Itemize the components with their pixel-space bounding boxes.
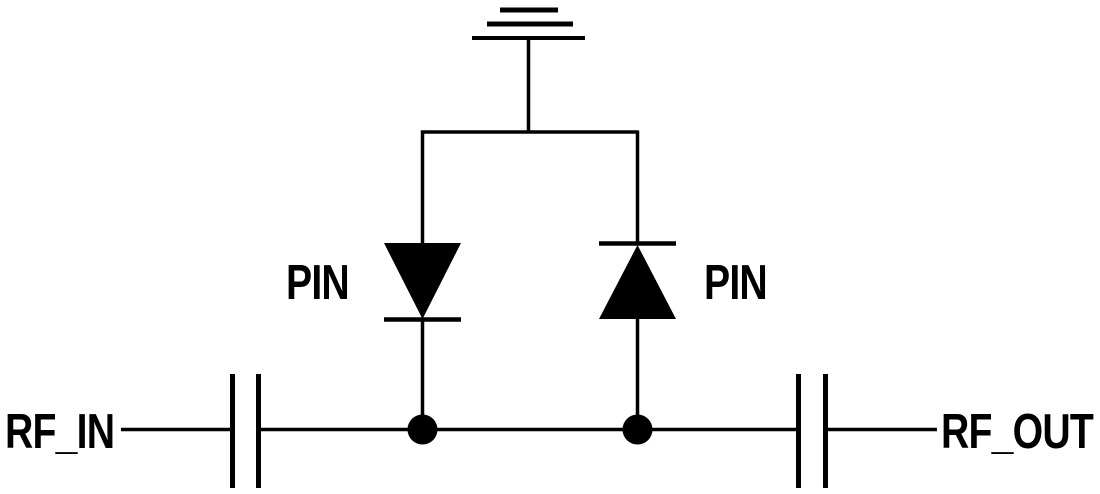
rf-in-label: RF_IN [5, 405, 115, 459]
capacitor-left-icon [230, 374, 261, 488]
capacitor-right-icon [796, 374, 828, 488]
diode-left-triangle [384, 243, 461, 319]
pin-diode-right-label: PIN [704, 256, 768, 310]
rf-out-label: RF_OUT [941, 405, 1094, 459]
pin-diode-left-label: PIN [286, 256, 350, 310]
junction-dot-left [407, 414, 438, 445]
diode-right-triangle [599, 245, 676, 319]
ground-icon [472, 7, 585, 133]
pin-diode-right-icon [599, 130, 676, 430]
junction-dot-right [622, 414, 653, 445]
pin-diode-left-icon [384, 130, 461, 430]
